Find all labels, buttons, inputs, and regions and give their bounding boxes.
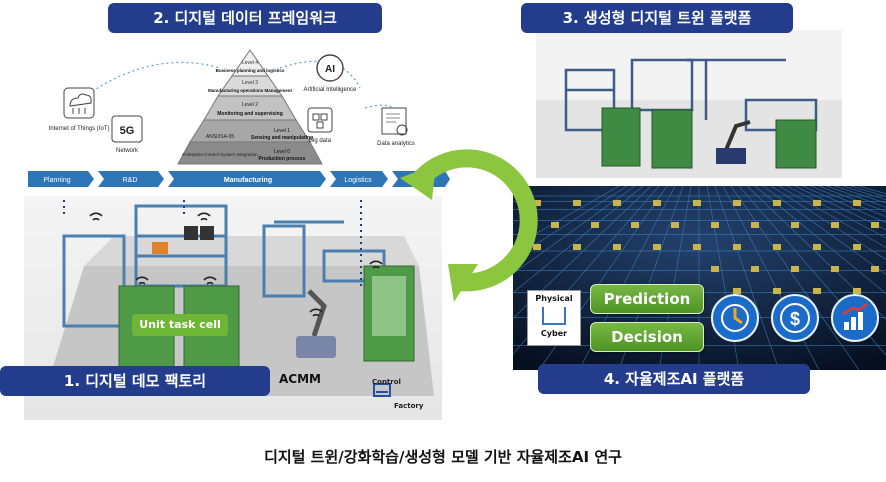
badge-framework: 2. 디지털 데이터 프레임워크	[108, 3, 382, 33]
prediction-box: Prediction	[590, 284, 704, 314]
unit-task-cell-label: Unit task cell	[132, 314, 228, 336]
control-factory-logo	[373, 383, 391, 397]
autonomous-ai-panel: Physical Cyber Prediction Decision $	[513, 186, 886, 370]
data-analytics-icon	[381, 107, 408, 136]
ai-label: Artificial Intelligence	[303, 87, 357, 93]
stage-logistics: Logistics	[344, 177, 372, 184]
isa95-desc: Enterprise-Control System Integration	[182, 152, 258, 157]
level-3: Level 3	[242, 80, 258, 86]
svg-text:AI: AI	[325, 64, 335, 75]
robot-unit	[791, 266, 799, 272]
robot-unit	[533, 200, 541, 206]
decision-box: Decision	[590, 322, 704, 352]
robot-unit	[853, 244, 861, 250]
level-4: Level 4	[242, 60, 258, 66]
big-data-label: Big data	[309, 138, 332, 144]
robot-unit	[773, 200, 781, 206]
level-3-name: Manufacturing operations Management	[208, 88, 293, 93]
robot-unit	[831, 222, 839, 228]
robot-unit	[693, 244, 701, 250]
robot-unit	[733, 288, 741, 294]
svg-text:$: $	[790, 309, 800, 329]
robot-unit	[791, 222, 799, 228]
svg-text:5G: 5G	[120, 125, 135, 137]
robot-unit	[773, 288, 781, 294]
stage-rd: R&D	[123, 177, 138, 184]
robot-unit	[653, 244, 661, 250]
growth-chart-icon	[831, 294, 879, 342]
robot-unit	[871, 266, 879, 272]
physical-cyber-icon: Physical Cyber	[527, 290, 581, 346]
big-data-icon	[307, 107, 333, 133]
generative-twin-panel	[536, 30, 842, 178]
cycle-arrow	[400, 149, 538, 302]
robot-unit	[871, 222, 879, 228]
badge-demo-factory: 1. 디지털 데모 팩토리	[0, 366, 270, 396]
level-0: Level 0	[274, 149, 290, 155]
robot-unit	[751, 266, 759, 272]
robot-unit	[813, 200, 821, 206]
robot-unit	[573, 244, 581, 250]
robot-unit	[831, 266, 839, 272]
clock-icon	[711, 294, 759, 342]
badge-autonomous: 4. 자율제조AI 플랫폼	[538, 364, 810, 394]
level-1-name: Sensing and manipulating	[251, 135, 313, 141]
robot-unit	[693, 200, 701, 206]
robot-unit	[853, 200, 861, 206]
robot-unit	[533, 244, 541, 250]
robot-unit	[733, 200, 741, 206]
level-2-name: Monitoring and supervising	[217, 111, 283, 117]
robot-unit	[653, 200, 661, 206]
stage-manufacturing: Manufacturing	[224, 177, 272, 184]
level-0-name: Production process	[259, 156, 306, 162]
robot-unit	[671, 222, 679, 228]
control-label: Control	[372, 378, 401, 386]
robot-unit	[773, 244, 781, 250]
robot-unit	[631, 222, 639, 228]
isa95-label: ANSI/ISA-95	[206, 134, 235, 140]
wifi-icons	[89, 212, 383, 317]
robot-unit	[751, 222, 759, 228]
factory-label: Factory	[394, 402, 424, 410]
robot-unit	[711, 222, 719, 228]
level-4-name: Business planning and logistics	[216, 68, 285, 73]
network-5g-icon: 5G	[111, 115, 143, 143]
level-2: Level 2	[242, 102, 258, 108]
robot-unit	[853, 288, 861, 294]
robot-unit	[613, 244, 621, 250]
caption: 디지털 트윈/강화학습/생성형 모델 기반 자율제조AI 연구	[264, 448, 622, 466]
robot-unit	[813, 288, 821, 294]
isa95-pyramid	[177, 49, 323, 165]
badge-generative: 3. 생성형 디지털 트윈 플랫폼	[521, 3, 793, 33]
robot-unit	[591, 222, 599, 228]
network-label: Network	[116, 148, 139, 154]
analytics-label: Data analytics	[377, 141, 415, 147]
robot-unit	[551, 222, 559, 228]
pipeline-bar	[28, 171, 450, 187]
robot-frames	[62, 204, 386, 328]
iot-icon	[63, 87, 95, 119]
acmm-label: ACMM	[279, 372, 321, 386]
framework-panel: Level 4 Business planning and logistics …	[20, 28, 450, 196]
ai-icon: AI	[316, 54, 344, 82]
stage-planning: Planning	[43, 177, 70, 184]
robot-unit	[813, 244, 821, 250]
level-1: Level 1	[274, 128, 290, 134]
dollar-icon: $	[771, 294, 819, 342]
robot-unit	[573, 200, 581, 206]
robot-unit	[613, 200, 621, 206]
iot-label: Internet of Things (IoT)	[49, 126, 110, 132]
robot-unit	[733, 244, 741, 250]
robot-unit	[711, 266, 719, 272]
